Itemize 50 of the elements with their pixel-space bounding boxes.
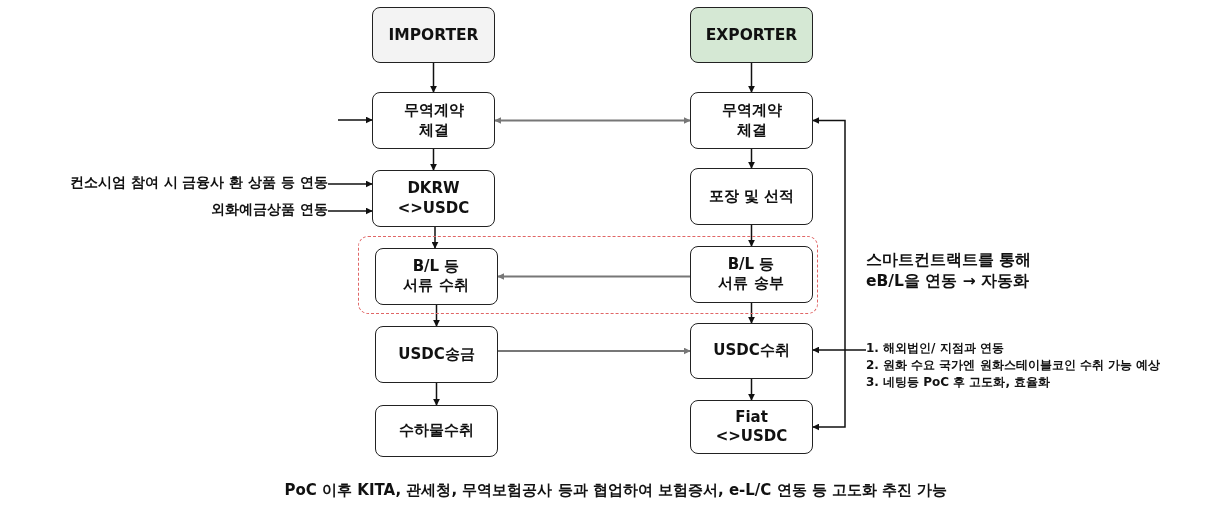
actor-box [372,7,495,63]
process-box [689,245,813,303]
note-text: 외화예금상품 연동 [211,200,328,219]
arrow [430,62,437,93]
arrow [748,378,755,401]
box-text: B/L 등 서류 송부 [717,254,785,294]
arrow [748,62,755,93]
box-text: USDC수취 [713,341,790,361]
arrow [748,148,755,169]
arrow [431,226,439,249]
arrow [497,273,691,280]
process-box [375,326,498,383]
annotation-text: 스마트컨트랙트를 통해 eB/L을 연동 → 자동화 [866,250,1033,292]
process-box [375,405,498,457]
arrow [812,346,867,354]
process-box [690,92,813,149]
process-box [690,168,813,225]
list-item: 2. 원화 수요 국가엔 원화스테이블코인 수취 가능 예상 [866,356,1161,374]
list-item: 3. 네팅등 PoC 후 고도화, 효율화 [866,373,1052,391]
process-box [690,323,813,379]
footer-note: PoC 이후 KITA, 관세청, 무역보험공사 등과 협업하여 보험증서, e-L/C 연동 등 고도화 추진 가능 [283,480,949,501]
arrow [748,302,755,324]
actor-box [690,7,813,63]
arrow [327,207,373,215]
arrow [812,117,846,431]
box-text: 포장 및 선적 [708,186,795,207]
box-text: 수하물수취 [399,421,474,441]
arrow [337,116,373,124]
box-text: B/L 등 서류 수취 [402,256,470,296]
arrow [430,148,437,171]
process-box [372,170,495,227]
box-text: DKRW <>USDC [396,179,471,218]
box-text: IMPORTER [388,24,479,46]
process-box [372,92,495,149]
arrow [433,304,440,327]
note-text: 컨소시엄 참여 시 금융사 환 상품 등 연동 [69,173,328,192]
process-box [374,247,498,305]
highlight-group [358,236,818,314]
arrow [748,224,755,247]
box-text: 무역계약 체결 [720,101,783,140]
box-text: 무역계약 체결 [402,101,465,140]
arrow [497,347,691,355]
arrow [494,117,691,124]
arrow [433,382,440,406]
list-item: 1. 해외법인/ 지점과 연동 [866,340,1005,357]
process-box [690,400,813,454]
box-text: EXPORTER [705,24,798,46]
arrow [327,180,373,188]
box-text: Fiat <>USDC [714,407,789,447]
box-text: USDC송금 [398,344,475,365]
